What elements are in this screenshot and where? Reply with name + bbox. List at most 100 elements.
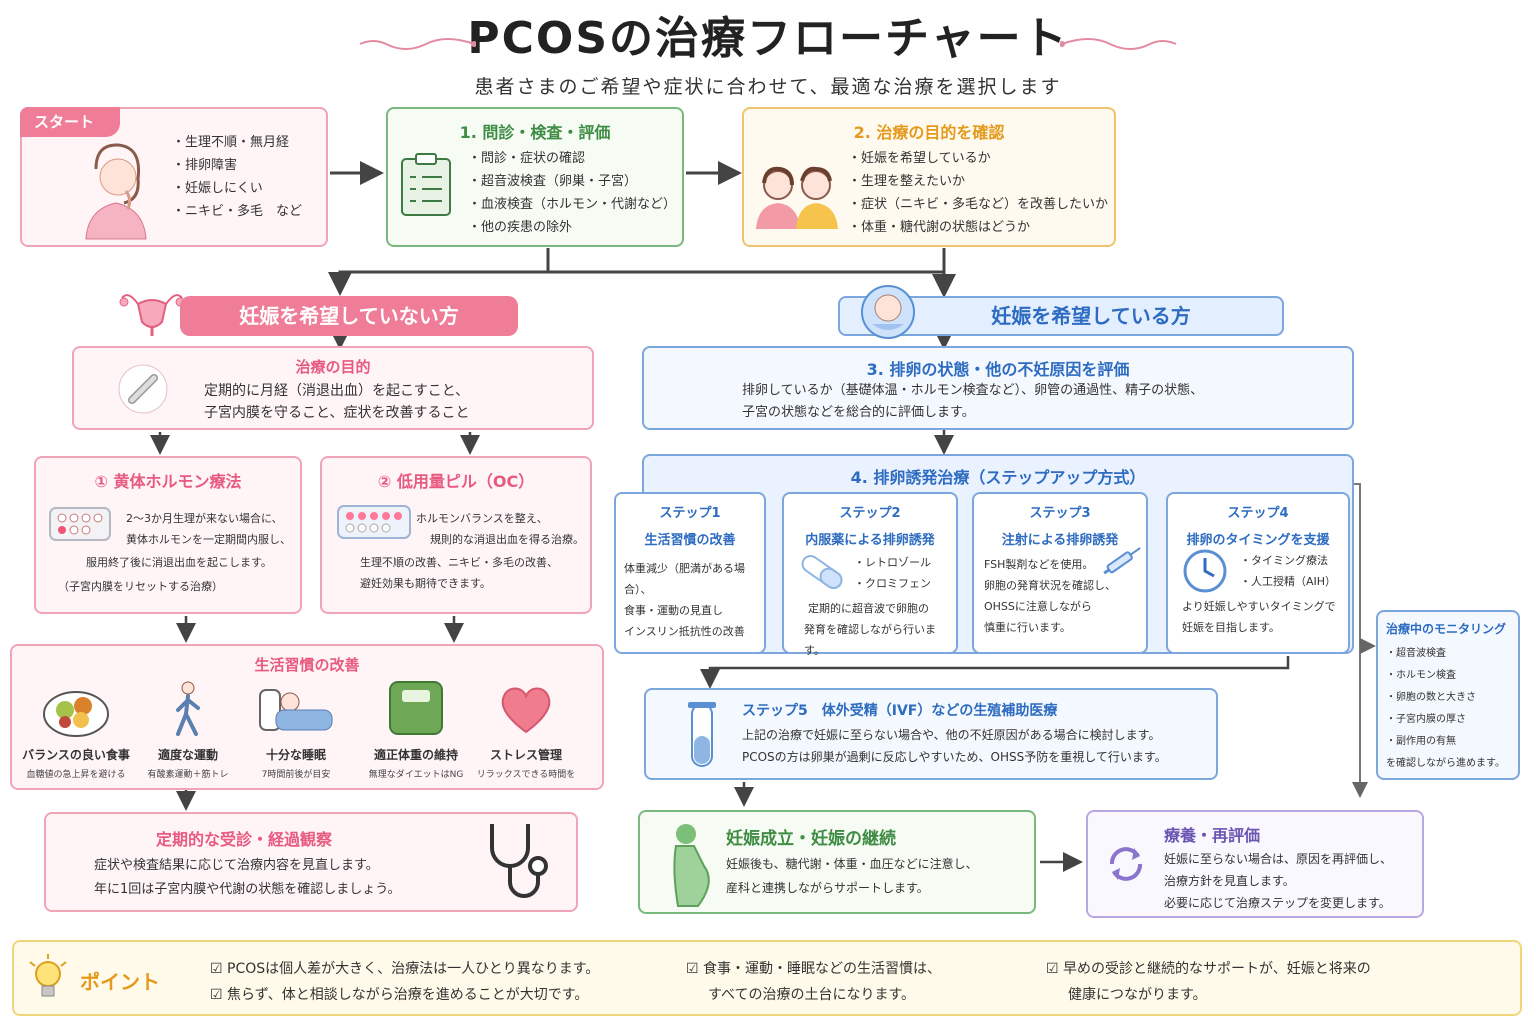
- monitoring-item: ・子宮内膜の厚さ: [1386, 714, 1466, 725]
- step-line: インスリン抵抗性の改善: [624, 625, 745, 638]
- step-1-card: ステップ1 生活習慣の改善 体重減少（肥満がある場合）、 食事・運動の見直し イ…: [614, 492, 766, 654]
- step-line: 慎重に行います。: [984, 621, 1071, 634]
- page-subtitle: 患者さまのご希望や症状に合わせて、最適な治療を選択します: [474, 76, 1062, 98]
- step-5-title: ステップ5 体外受精（IVF）などの生殖補助医療: [742, 703, 1058, 719]
- checkbox-icon: ☑: [686, 961, 699, 977]
- monitoring-item: ・副作用の有無: [1386, 736, 1456, 747]
- lifestyle-name: バランスの良い食事: [22, 748, 130, 762]
- step-line: OHSSに注意しながら: [984, 600, 1092, 613]
- progestin-note: （子宮内膜をリセットする治療）: [58, 580, 223, 593]
- step-5-box: ステップ5 体外受精（IVF）などの生殖補助医療 上記の治療で妊娠に至らない場合…: [644, 688, 1218, 780]
- exam-item: ・他の疾患の除外: [468, 220, 573, 235]
- step-line: より妊娠しやすいタイミングで: [1182, 600, 1336, 613]
- title-area: PCOSの治療フローチャート 患者さまのご希望や症状に合わせて、最適な治療を選択…: [350, 14, 1186, 99]
- pregnancy-line: 妊娠後も、糖代謝・体重・血圧などに注意し、: [726, 857, 978, 871]
- progestin-title: ① 黄体ホルモン療法: [94, 472, 242, 491]
- step-name: 生活習慣の改善: [644, 533, 736, 548]
- exam-item: ・超音波検査（卵巣・子宮）: [468, 174, 638, 189]
- progestin-therapy-box: ① 黄体ホルモン療法 2〜3か月生理が来ない場合に、 黄体ホルモンを一定期間内服…: [34, 456, 302, 614]
- start-tag: スタート: [20, 107, 120, 137]
- progestin-line: 黄体ホルモンを一定期間内服し、: [126, 533, 291, 546]
- lifestyle-item-diet: バランスの良い食事 血糖値の急上昇を避ける: [6, 680, 146, 780]
- lifestyle-title: 生活習慣の改善: [254, 656, 360, 674]
- lifestyle-item-sleep: 十分な睡眠 7時間前後が目安: [226, 680, 366, 780]
- evaluation-line: 排卵しているか（基礎体温・ホルモン検査など）、卵管の通過性、精子の状態、: [742, 383, 1204, 398]
- purpose-item: ・体重・糖代謝の状態はどうか: [848, 220, 1031, 235]
- start-item: ・ニキビ・多毛 など: [172, 204, 303, 219]
- goal-box: 治療の目的 定期的に月経（消退出血）を起こすこと、 子宮内膜を守ること、症状を改…: [72, 346, 594, 430]
- step-number: ステップ1: [659, 506, 721, 521]
- start-item: ・排卵障害: [172, 158, 238, 173]
- goal-title: 治療の目的: [295, 358, 371, 376]
- step-name: 内服薬による排卵誘発: [805, 533, 935, 548]
- step-line: 定期的に超音波で卵胞の: [808, 602, 929, 615]
- step-line: 体重減少（肥満がある場合）、: [624, 562, 745, 596]
- pill-pack-icon: [337, 505, 411, 539]
- monitoring-item: ・卵胞の数と大きさ: [1386, 692, 1476, 703]
- monitoring-item: ・超音波検査: [1386, 648, 1446, 659]
- walking-icon: [176, 681, 200, 736]
- followup-line: 症状や検査結果に応じて治療内容を見直します。: [94, 858, 379, 873]
- lifestyle-item-exercise: 適度な運動 有酸素運動＋筋トレ: [118, 680, 258, 780]
- monitoring-title: 治療中のモニタリング: [1386, 622, 1507, 636]
- exam-box: 1. 問診・検査・評価 ・問診・症状の確認 ・超音波検査（卵巣・子宮） ・血液検…: [386, 107, 684, 247]
- purpose-title: 2. 治療の目的を確認: [853, 123, 1005, 142]
- step-line: ・人工授精（AIH）: [1240, 575, 1337, 588]
- step-number: ステップ4: [1227, 506, 1289, 521]
- oc-line: 避妊効果も期待できます。: [360, 577, 491, 590]
- clipboard-icon: [401, 153, 451, 216]
- step-line: ・クロミフェン: [854, 577, 931, 590]
- syringe-icon: [1103, 547, 1141, 575]
- monitoring-box: 治療中のモニタリング ・超音波検査 ・ホルモン検査 ・卵胞の数と大きさ ・子宮内…: [1376, 610, 1520, 780]
- review-line: 妊娠に至らない場合は、原因を再評価し、: [1164, 852, 1393, 866]
- left-flourish-icon: [359, 38, 476, 50]
- point-text: 早めの受診と継続的なサポートが、妊娠と将来の: [1063, 961, 1371, 977]
- exam-item: ・血液検査（ホルモン・代謝など）: [468, 197, 677, 212]
- oc-line: 生理不順の改善、ニキビ・多毛の改善、: [360, 556, 558, 569]
- start-box: スタート ・生理不順・無月経 ・排卵障害 ・妊娠しにくい ・ニキビ・多毛 など: [20, 107, 328, 247]
- point-text: 焦らず、体と相談しながら治療を進めることが大切です。: [227, 987, 589, 1003]
- evaluation-line: 子宮の状態などを総合的に評価します。: [742, 405, 975, 420]
- pill-sheet-icon: [118, 364, 168, 414]
- right-flourish-icon: [1060, 38, 1177, 50]
- monitoring-item: を確認しながら進めます。: [1386, 758, 1505, 769]
- start-item: ・生理不順・無月経: [172, 135, 290, 150]
- lifestyle-sub: 無理なダイエットはNG: [368, 770, 464, 780]
- review-line: 必要に応じて治療ステップを変更します。: [1164, 896, 1391, 910]
- lifestyle-sub: 有酸素運動＋筋トレ: [147, 770, 229, 780]
- checkbox-icon: ☑: [1046, 961, 1059, 977]
- step-line: 食事・運動の見直し: [624, 604, 723, 617]
- monitoring-item: ・ホルモン検査: [1386, 670, 1456, 681]
- lifestyle-item-weight: 適正体重の維持 無理なダイエットはNG: [346, 680, 486, 780]
- checkbox-icon: ☑: [210, 987, 223, 1003]
- step-name: 排卵のタイミングを支援: [1186, 533, 1330, 548]
- step-line: 卵胞の発育状況を確認し、: [984, 579, 1116, 592]
- pregnancy-line: 産科と連携しながらサポートします。: [726, 881, 929, 895]
- step-line: ・タイミング療法: [1240, 554, 1328, 567]
- step-5-line: PCOSの方は卵巣が過剰に反応しやすいため、OHSS予防を重視して行います。: [742, 750, 1167, 764]
- lifestyle-name: 十分な睡眠: [265, 748, 326, 762]
- woman-icon: [85, 143, 147, 240]
- step-line: 発育を確認しながら行います。: [804, 623, 936, 657]
- step-5-line: 上記の治療で妊娠に至らない場合や、他の不妊原因がある場合に検討します。: [742, 728, 1161, 742]
- left-branch-label: 妊娠を希望していない方: [180, 296, 518, 336]
- purpose-box: 2. 治療の目的を確認 ・妊娠を希望しているか ・生理を整えたいか ・症状（ニキ…: [742, 107, 1116, 247]
- step-3-card: ステップ3 注射による排卵誘発 FSH製剤などを使用。 卵胞の発育状況を確認し、…: [972, 492, 1148, 654]
- lifestyle-name: 適度な運動: [157, 748, 218, 762]
- oc-line: ホルモンバランスを整え、: [416, 512, 548, 525]
- followup-box: 定期的な受診・経過観察 症状や検査結果に応じて治療内容を見直します。 年に1回は…: [44, 812, 578, 912]
- oc-title: ② 低用量ピル（OC）: [377, 472, 535, 491]
- progestin-line: 服用終了後に消退出血を起こします。: [86, 556, 272, 569]
- purpose-item: ・妊娠を希望しているか: [848, 151, 991, 166]
- points-box: ポイント ☑ PCOSは個人差が大きく、治療法は一人ひとり異なります。 ☑ 焦ら…: [12, 940, 1522, 1016]
- evaluation-box: 3. 排卵の状態・他の不妊原因を評価 排卵しているか（基礎体温・ホルモン検査など…: [642, 346, 1354, 430]
- lifestyle-sub: 血糖値の急上昇を避ける: [26, 770, 126, 780]
- lifestyle-name: 適正体重の維持: [373, 748, 458, 762]
- points-label: ポイント: [80, 970, 160, 994]
- followup-line: 年に1回は子宮内膜や代謝の状態を確認しましょう。: [94, 882, 401, 897]
- pregnancy-box: 妊娠成立・妊娠の継続 妊娠後も、糖代謝・体重・血圧などに注意し、 産科と連携しな…: [638, 810, 1036, 914]
- point-text: 食事・運動・睡眠などの生活習慣は、: [703, 961, 942, 977]
- lifestyle-name: ストレス管理: [489, 748, 562, 762]
- review-box: 療養・再評価 妊娠に至らない場合は、原因を再評価し、 治療方針を見直します。 必…: [1086, 810, 1424, 918]
- sleeping-icon: [259, 689, 333, 731]
